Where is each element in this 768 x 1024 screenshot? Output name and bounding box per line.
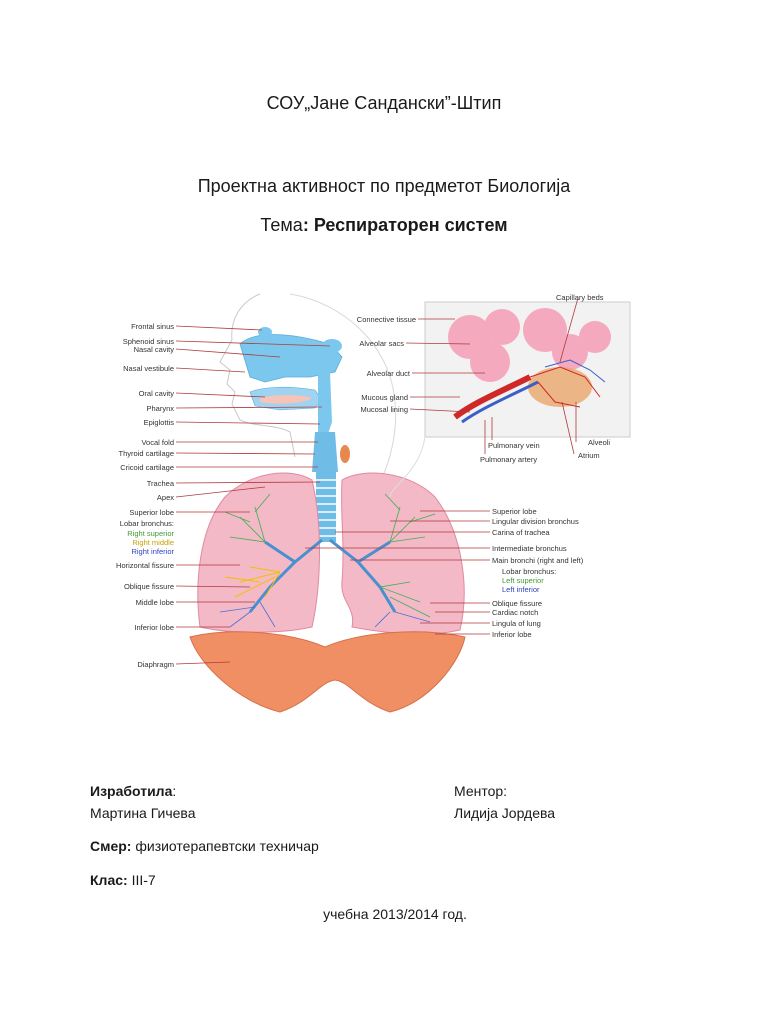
topic-line: Тема: Респираторен систем [0,215,768,236]
topic-colon: : [302,215,309,235]
frontal-sinus-shape [258,327,272,337]
school-name: СОУ„Јане Сандански”-Штип [266,93,502,113]
author-name: Мартина Гичева [90,805,196,821]
label-capillary-beds: Capillary beds [556,293,604,302]
diaphragm-shape [189,631,466,713]
major-value: физиотерапевтски техничар [131,838,319,854]
bronchi-yellow [224,566,281,598]
tongue-shape [260,395,312,404]
bronchial-tree [248,538,397,613]
label-epiglottis: Epiglottis [144,418,175,427]
label-pulmonary-vein: Pulmonary vein [488,441,540,450]
mentor-label: Ментор: [454,783,508,799]
label-superior-lobe-right: Superior lobe [129,508,174,517]
label-pulmonary-artery: Pulmonary artery [480,455,537,464]
bronchi-blue [219,601,431,628]
label-inferior-lobe-right: Inferior lobe [134,623,174,632]
major-line: Смер: физиотерапевтски техничар [90,838,319,854]
class-value: III-7 [127,872,156,888]
label-lingular-division-bronchus: Lingular division bronchus [492,517,579,526]
label-lingula-of-lung: Lingula of lung [492,619,541,628]
author-label: Изработила: [90,783,177,799]
label-trachea: Trachea [147,479,175,488]
label-right-inferior: Right inferior [131,547,174,556]
left-leader-lines [175,325,331,665]
label-oblique-fissure-left: Oblique fissure [492,599,542,608]
trachea [316,472,336,542]
label-right-middle: Right middle [132,538,174,547]
mentor-name: Лидија Јордева [454,805,556,821]
respiratory-system-illustration: Frontal sinus Sphenoid sinus Nasal cavit… [90,282,650,742]
label-left-superior: Left superior [502,576,544,585]
label-mucous-gland: Mucous gland [361,393,408,402]
inset-connector-line [389,436,426,498]
right-lung [197,472,320,633]
left-lung [341,472,465,635]
school-year: учебна 2013/2014 год. [323,906,467,922]
label-atrium: Atrium [578,451,600,460]
label-lobar-bronchus-left: Lobar bronchus: [502,567,556,576]
inset-leader-lines [405,297,579,455]
label-intermediate-bronchus: Intermediate bronchus [492,544,567,553]
bronchi-green [224,493,436,618]
pharynx-shape [318,372,332,440]
label-nasal-cavity: Nasal cavity [134,345,175,354]
label-oral-cavity: Oral cavity [139,389,175,398]
larynx-shape [312,432,338,472]
class-line: Клас: III-7 [90,872,156,888]
label-diaphragm: Diaphragm [137,660,174,669]
head-outline [219,293,296,458]
right-labels: Superior lobe Lingular division bronchus… [492,507,584,639]
major-label: Смер: [90,838,132,854]
label-mucosal-lining: Mucosal lining [360,405,408,414]
left-labels: Frontal sinus Sphenoid sinus Nasal cavit… [116,322,175,669]
alveoli-inset [424,301,631,438]
label-horizontal-fissure: Horizontal fissure [116,561,174,570]
inset-labels: Capillary beds Connective tissue Alveola… [357,293,611,464]
head-back-outline [289,293,397,483]
label-apex: Apex [157,493,174,502]
label-oblique-fissure-right: Oblique fissure [124,582,174,591]
label-cricoid-cartilage: Cricoid cartilage [120,463,174,472]
label-superior-lobe-left: Superior lobe [492,507,537,516]
project-title: Проектна активност по предметот Биологиј… [197,176,571,196]
topic-prefix: Тема [260,215,303,235]
sphenoid-sinus-shape [322,339,342,353]
nasal-cavity-shape [239,334,343,383]
label-pharynx: Pharynx [146,404,174,413]
author-colon: : [172,783,177,799]
label-alveoli: Alveoli [588,438,610,447]
label-right-superior: Right superior [127,529,174,538]
label-cardiac-notch: Cardiac notch [492,608,538,617]
label-nasal-vestibule: Nasal vestibule [123,364,174,373]
label-lobar-bronchus-right: Lobar bronchus: [120,519,174,528]
label-sphenoid-sinus: Sphenoid sinus [123,337,175,346]
label-alveolar-duct: Alveolar duct [367,369,411,378]
label-thyroid-cartilage: Thyroid cartilage [119,449,174,458]
label-vocal-fold: Vocal fold [141,438,174,447]
label-middle-lobe: Middle lobe [136,598,174,607]
label-main-bronchi: Main bronchi (right and left) [492,556,584,565]
label-inferior-lobe-left: Inferior lobe [492,630,532,639]
label-frontal-sinus: Frontal sinus [131,322,174,331]
label-left-inferior: Left inferior [502,585,540,594]
topic-title: Респираторен систем [313,215,508,235]
esophagus-shape [340,445,350,463]
label-carina-of-trachea: Carina of trachea [492,528,550,537]
class-label: Клас: [90,872,128,888]
label-connective-tissue: Connective tissue [357,315,416,324]
respiratory-diagram-svg: Frontal sinus Sphenoid sinus Nasal cavit… [116,293,631,713]
right-leader-lines [305,510,490,635]
label-alveolar-sacs: Alveolar sacs [359,339,404,348]
